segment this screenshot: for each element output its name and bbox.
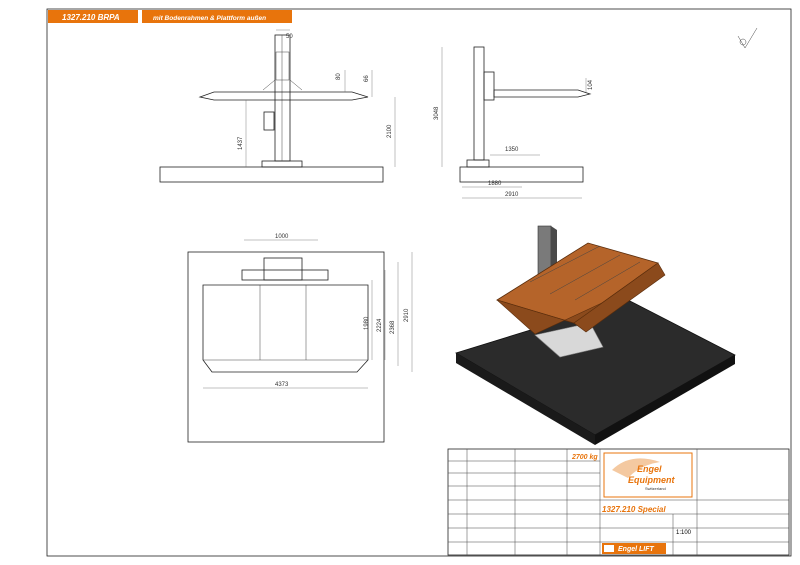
part-number: 1327.210 Special bbox=[602, 505, 666, 514]
front-column bbox=[274, 34, 291, 162]
dim-side-1350: 1350 bbox=[505, 147, 519, 153]
svg-text:Engel: Engel bbox=[637, 464, 662, 474]
side-column bbox=[473, 46, 485, 161]
dim-side-1880: 1880 bbox=[488, 181, 502, 187]
header: 1327.210 BRPA mit Bodenrahmen & Plattfor… bbox=[48, 10, 292, 23]
footer-logo: Engel LIFT bbox=[602, 543, 666, 554]
plan-platform bbox=[202, 284, 369, 373]
svg-text:Engel LIFT: Engel LIFT bbox=[618, 546, 655, 553]
model-title: 1327.210 BRPA bbox=[62, 13, 120, 22]
dim-side-height: 3048 bbox=[434, 106, 440, 120]
iso-floor-side-right bbox=[595, 355, 735, 445]
dim-side-platform: 104 bbox=[588, 79, 594, 90]
front-base-plate bbox=[261, 160, 303, 168]
surface-finish-icon bbox=[737, 27, 758, 49]
capacity-label: 2700 kg bbox=[571, 454, 598, 461]
plan-column-head bbox=[263, 257, 303, 281]
plan-floor-outline bbox=[187, 251, 385, 443]
front-view: 50 80 66 2100 1437 bbox=[159, 29, 396, 183]
side-view: 104 3048 1350 1880 2910 bbox=[434, 46, 594, 199]
svg-text:Switzerland: Switzerland bbox=[645, 486, 666, 491]
subtitle-banner bbox=[142, 10, 292, 23]
scale-label: 1:100 bbox=[676, 530, 692, 536]
iso-floor-side-left bbox=[456, 353, 595, 445]
dim-front-overall: 66 bbox=[364, 75, 370, 82]
dim-plan-2368: 2368 bbox=[390, 320, 396, 334]
svg-text:Equipment: Equipment bbox=[628, 475, 676, 485]
side-platform bbox=[493, 89, 592, 98]
model-banner bbox=[48, 10, 138, 23]
side-floor bbox=[459, 166, 584, 183]
company-logo: Engel Equipment Switzerland bbox=[603, 452, 693, 498]
front-motor bbox=[263, 111, 275, 131]
dim-front-top: 50 bbox=[286, 34, 293, 40]
dim-plan-2224: 2224 bbox=[377, 318, 383, 332]
dim-front-lower: 1437 bbox=[238, 136, 244, 150]
isometric-view bbox=[455, 225, 736, 445]
dim-plan-1980: 1980 bbox=[364, 316, 370, 330]
iso-platform-edge bbox=[573, 262, 666, 333]
dim-plan-width: 4373 bbox=[275, 382, 289, 388]
dim-side-2910: 2910 bbox=[505, 192, 519, 198]
dim-plan-top: 1000 bbox=[275, 234, 289, 240]
side-carriage bbox=[483, 71, 495, 101]
front-platform bbox=[198, 91, 369, 101]
title-block-frame bbox=[447, 448, 790, 556]
dim-front-platform: 80 bbox=[336, 73, 342, 80]
dim-plan-2910: 2910 bbox=[404, 308, 410, 322]
title-block: 2700 kg Engel Equipment Switzerland 1327… bbox=[447, 448, 790, 556]
plan-crossbeam bbox=[241, 269, 329, 281]
subtitle: mit Bodenrahmen & Plattform außen bbox=[153, 15, 266, 22]
front-floor bbox=[159, 166, 384, 183]
side-base bbox=[466, 159, 490, 168]
plan-view: 1000 4373 1980 2224 2368 2910 bbox=[187, 234, 413, 443]
dim-front-lift: 2100 bbox=[387, 124, 393, 138]
drawing-frame bbox=[46, 8, 792, 557]
